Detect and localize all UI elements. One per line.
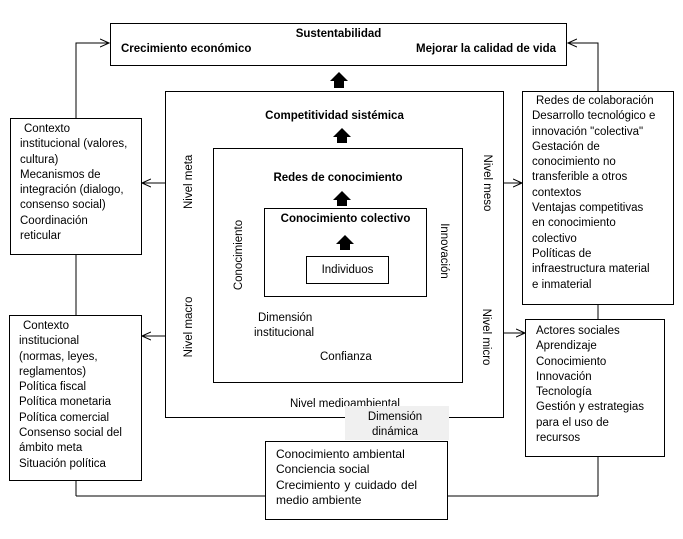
macro-context-line: Política comercial	[19, 411, 110, 424]
knowledge-vertical-label: Conocimiento	[233, 219, 245, 291]
micro-context-line: Gestión y estrategias	[536, 401, 645, 414]
environment-box: Conocimiento ambiental Conciencia social…	[265, 441, 448, 520]
micro-context-line: para el uso de	[536, 416, 609, 429]
meso-context-line: conocimiento no	[532, 156, 616, 169]
knowledge-networks-frame	[213, 148, 463, 383]
meso-context-line: colectivo	[532, 232, 577, 245]
meso-context-line: e inmaterial	[532, 278, 592, 291]
environment-line: Conciencia social	[276, 462, 370, 477]
meta-context-line: integración (dialogo,	[20, 184, 124, 197]
meta-context-lines: Contexto institucional (valores, cultura…	[20, 122, 127, 244]
meso-context-line: Ventajas competitivas	[532, 202, 644, 215]
macro-level-label: Nivel macro	[183, 296, 195, 358]
micro-context-box: Actores sociales Aprendizaje Conocimient…	[525, 319, 665, 457]
knowledge-networks-title: Redes de conocimiento	[273, 172, 403, 184]
quality-of-life-label: Mejorar la calidad de vida	[416, 43, 556, 55]
macro-context-box: Contexto institucional (normas, leyes, r…	[9, 315, 142, 481]
meta-context-line: Coordinación	[20, 214, 88, 227]
micro-level-label: Nivel micro	[480, 308, 492, 366]
meso-context-line: infraestructura material	[532, 263, 650, 276]
macro-context-line: Situación política	[19, 457, 106, 470]
dynamic-dimension-line1: Dimensión	[367, 411, 423, 423]
meta-context-line: Mecanismos de	[20, 168, 101, 181]
meta-context-line: institucional (valores,	[20, 138, 128, 151]
macro-context-line: Política fiscal	[19, 381, 87, 394]
micro-context-line: Conocimiento	[536, 355, 607, 368]
meta-context-box: Contexto institucional (valores, cultura…	[10, 118, 142, 255]
institutional-dimension-line1: Dimensión	[258, 312, 313, 324]
macro-context-line: Contexto	[23, 320, 70, 332]
meso-context-line: Políticas de	[532, 247, 592, 260]
environment-line: Crecimiento y cuidado del	[276, 477, 418, 492]
economic-growth-label: Crecimiento económico	[121, 43, 252, 55]
meso-context-box: Redes de colaboración Desarrollo tecnoló…	[522, 91, 674, 305]
meso-context-line: Redes de colaboración	[536, 95, 654, 107]
meso-context-line: transferible a otros	[532, 171, 628, 184]
meta-context-line: Contexto	[24, 123, 71, 135]
meta-level-label: Nivel meta	[183, 154, 195, 209]
micro-context-lines: Actores sociales Aprendizaje Conocimient…	[536, 324, 644, 446]
macro-context-line: institucional	[19, 335, 80, 348]
block-arrow-2	[333, 128, 351, 143]
micro-context-line: Actores sociales	[536, 325, 620, 337]
meso-context-line: en conocimiento	[532, 217, 616, 230]
block-arrow-1	[330, 72, 348, 88]
macro-context-line: reglamentos)	[19, 365, 87, 378]
meso-level-label: Nivel meso	[481, 154, 493, 212]
macro-context-line: Política monetaria	[19, 396, 112, 409]
meso-context-line: contextos	[532, 186, 582, 199]
macro-context-line: Consenso social del	[19, 427, 122, 440]
meta-context-line: reticular	[20, 230, 61, 243]
meso-context-line: innovación "colectiva"	[532, 125, 644, 138]
meso-context-lines: Redes de colaboración Desarrollo tecnoló…	[532, 94, 655, 293]
sustainability-box: Sustentabilidad Crecimiento económico Me…	[110, 23, 567, 66]
micro-context-line: Innovación	[536, 370, 592, 383]
meta-context-line: cultura)	[20, 153, 59, 166]
sustainability-title: Sustentabilidad	[295, 28, 382, 40]
micro-context-line: Tecnología	[536, 386, 592, 399]
meso-context-line: Gestación de	[532, 140, 600, 153]
systemic-competitiveness-frame	[165, 91, 504, 418]
macro-context-line: (normas, leyes,	[19, 350, 98, 363]
micro-context-line: recursos	[536, 432, 581, 445]
micro-context-line: Aprendizaje	[536, 340, 597, 353]
collective-knowledge-title: Conocimiento colectivo	[280, 213, 411, 225]
collective-knowledge-frame	[264, 208, 427, 297]
block-arrow-4	[336, 235, 354, 250]
block-arrow-3	[333, 191, 351, 206]
trust-label: Confianza	[320, 351, 372, 363]
institutional-dimension-line2: institucional	[254, 327, 315, 339]
innovation-vertical-label: Innovación	[438, 223, 450, 279]
meta-context-line: consenso social)	[20, 199, 106, 212]
dynamic-dimension-box	[345, 406, 449, 440]
environment-line: Conocimiento ambiental	[276, 447, 405, 461]
environment-line: medio ambiente	[276, 492, 362, 507]
systemic-competitiveness-title: Competitividad sistémica	[265, 110, 404, 122]
individuals-box: Individuos	[306, 256, 389, 284]
macro-context-lines: Contexto institucional (normas, leyes, r…	[19, 319, 122, 472]
macro-context-line: ámbito meta	[19, 442, 83, 455]
environment-lines: Conocimiento ambiental Conciencia social…	[276, 447, 417, 508]
individuals-label: Individuos	[321, 264, 374, 276]
dynamic-dimension-line2: dinámica	[371, 426, 419, 438]
meso-context-line: Desarrollo tecnológico e	[532, 110, 656, 123]
